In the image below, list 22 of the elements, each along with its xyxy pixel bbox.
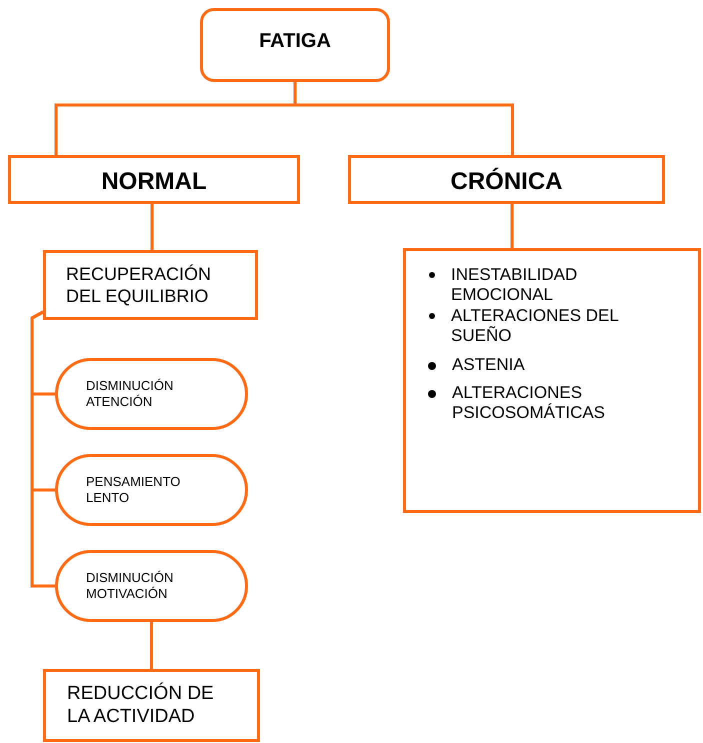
connector-line (150, 622, 153, 669)
list-item: INESTABILIDAD EMOCIONAL (451, 265, 578, 306)
process-box (348, 155, 665, 204)
list-item: ALTERACIONES PSICOSOMÁTICAS (452, 382, 606, 424)
process-box (43, 669, 260, 742)
node-label: CRÓNICA (450, 168, 562, 197)
node-label: REDUCCIÓN DE LA ACTIVIDAD (67, 683, 215, 729)
node-label: DISMINUCIÓN ATENCIÓN (86, 378, 174, 410)
node-label: PENSAMIENTO LENTO (86, 474, 182, 506)
connector-line (510, 204, 514, 248)
node-label: NORMAL (101, 168, 207, 197)
list-box (403, 248, 701, 513)
node-label: FATIGA (259, 29, 331, 53)
process-box (43, 250, 258, 320)
node-label: DISMINUCIÓN MOTIVACIÓN (86, 570, 174, 602)
list-item: ALTERACIONES DEL SUEÑO (451, 306, 620, 347)
process-box (200, 8, 390, 82)
node-label: RECUPERACIÓN DEL EQUILIBRIO (66, 264, 212, 308)
connector-line (150, 204, 154, 250)
connector-line (30, 310, 55, 588)
list-item: ASTENIA (452, 354, 526, 375)
process-box (8, 155, 300, 204)
